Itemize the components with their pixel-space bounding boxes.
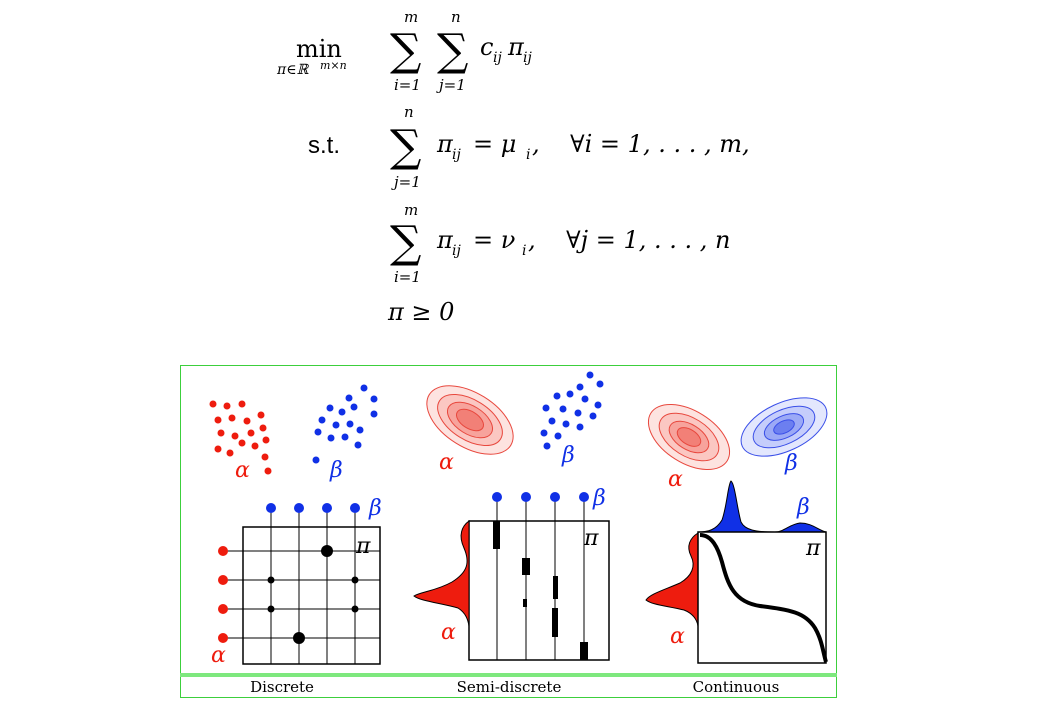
- semidiscrete-pi-label: π: [583, 526, 599, 551]
- objective-sum2: ∑: [437, 25, 468, 76]
- objective-pi-sub: ij: [523, 50, 532, 66]
- c3-nonnegativity: π ≥ 0: [387, 298, 454, 326]
- continuous-coupling-box: [697, 531, 827, 664]
- semidiscrete-beta-marginal: [492, 492, 589, 502]
- continuous-transport-map: [699, 533, 828, 663]
- discrete-alpha-marginal: [218, 546, 228, 643]
- continuous-beta-label: β: [796, 495, 810, 520]
- caption-continuous: Continuous: [692, 678, 780, 696]
- semidiscrete-coupling-segments: [493, 521, 588, 660]
- continuous-panel: α β β α π: [645, 397, 828, 664]
- discrete-alpha-label: α: [211, 643, 226, 668]
- c1-sum-top: n: [404, 103, 414, 121]
- discrete-coupling-grid: [223, 510, 381, 665]
- c2-pi: π: [436, 226, 454, 254]
- continuous-beta-marginal: [697, 480, 827, 533]
- min-operator: min: [296, 35, 342, 63]
- continuous-alpha-marginal: [645, 532, 699, 627]
- semidiscrete-alpha-label: α: [441, 620, 456, 645]
- c1-sum-bottom: j=1: [391, 173, 421, 191]
- discrete-alpha-cloud: [209, 400, 272, 475]
- c2-sum: ∑: [390, 217, 421, 268]
- c2-sum-top: m: [404, 201, 418, 219]
- caption-discrete: Discrete: [250, 678, 314, 696]
- discrete-panel: α β β: [209, 384, 382, 668]
- objective-sum1-top: m: [404, 8, 418, 26]
- objective-pi: π: [507, 33, 525, 61]
- c1-condition: , ∀i = 1, . . . , m,: [532, 130, 750, 158]
- caption-semi-discrete: Semi-discrete: [456, 678, 562, 696]
- semidiscrete-cloud-beta-label: β: [561, 443, 575, 468]
- c1-rhs: = μ: [473, 130, 516, 158]
- c1-rhs-sub: i: [526, 147, 530, 163]
- semidiscrete-panel: α β β α: [413, 371, 610, 661]
- caption-divider: [180, 673, 837, 677]
- continuous-alpha-label: α: [670, 624, 685, 649]
- c2-sum-bottom: i=1: [394, 268, 421, 286]
- semidiscrete-beta-cloud: [540, 371, 604, 450]
- c1-sum: ∑: [390, 121, 421, 172]
- c1-pi-sub: ij: [452, 147, 461, 163]
- continuous-cloud-beta-label: β: [784, 451, 798, 476]
- c1-pi: π: [436, 130, 454, 158]
- objective-sum2-bottom: j=1: [436, 76, 466, 94]
- c2-rhs-sub: i: [522, 243, 526, 259]
- semidiscrete-beta-label: β: [592, 486, 606, 511]
- objective-cost-sub: ij: [493, 50, 502, 66]
- discrete-beta-cloud: [312, 384, 378, 464]
- continuous-pi-label: π: [805, 536, 821, 561]
- semidiscrete-coupling-box: [468, 498, 610, 661]
- discrete-cloud-beta-label: β: [329, 458, 343, 483]
- semidiscrete-alpha-density: [426, 385, 514, 455]
- discrete-cloud-alpha-label: α: [235, 458, 250, 483]
- continuous-beta-density: [740, 397, 828, 457]
- continuous-cloud-alpha-label: α: [668, 467, 683, 492]
- ot-figure-frame: [180, 365, 837, 698]
- discrete-beta-label: β: [368, 496, 382, 521]
- objective-sum1-bottom: i=1: [394, 76, 421, 94]
- min-subscript: π∈ℝ: [276, 62, 310, 78]
- objective-cost: c: [480, 33, 493, 61]
- c2-pi-sub: ij: [452, 243, 461, 259]
- semidiscrete-cloud-alpha-label: α: [439, 450, 454, 475]
- discrete-beta-marginal: [266, 503, 360, 513]
- optimal-transport-formula: min π∈ℝ m×n m ∑ i=1 n ∑ j=1 c ij π ij s.…: [276, 8, 750, 326]
- discrete-pi-label: π: [355, 534, 371, 559]
- c2-condition: , ∀j = 1, . . . , n: [528, 226, 730, 254]
- subject-to-label: s.t.: [308, 132, 340, 159]
- semidiscrete-alpha-marginal: [413, 520, 470, 627]
- continuous-alpha-density: [647, 404, 731, 470]
- discrete-coupling-points: [267, 545, 359, 644]
- objective-sum1: ∑: [390, 25, 421, 76]
- c2-rhs: = ν: [473, 226, 515, 254]
- objective-sum2-top: n: [451, 8, 461, 26]
- min-subscript-dims: m×n: [320, 59, 347, 72]
